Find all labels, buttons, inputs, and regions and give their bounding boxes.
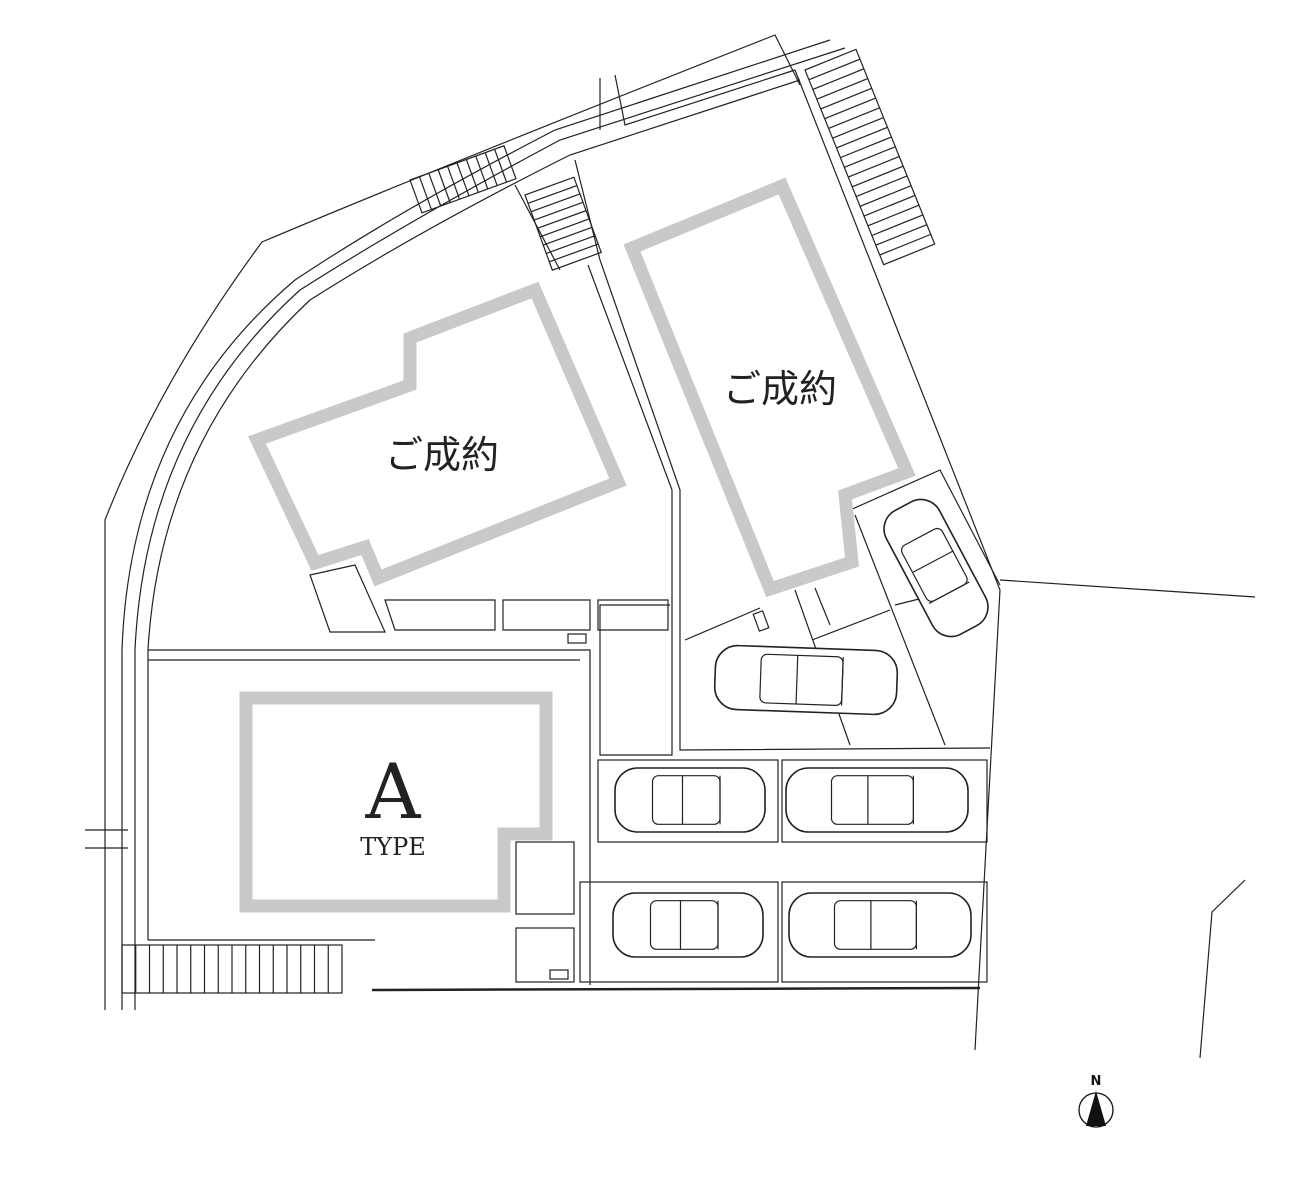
- svg-text:N: N: [1091, 1074, 1102, 1089]
- car: [612, 892, 764, 958]
- parked-cars: [612, 498, 989, 958]
- car: [713, 644, 899, 716]
- car: [785, 767, 969, 833]
- lot-2-status-label: ご成約: [723, 367, 837, 411]
- car: [788, 892, 972, 958]
- site-boundary: [85, 34, 1256, 1059]
- lot-1-building: [248, 281, 627, 587]
- type-a-building: [239, 691, 553, 913]
- car: [614, 767, 766, 833]
- car: [883, 498, 989, 638]
- stair-flight: [121, 944, 343, 994]
- north-arrow-icon: N: [1078, 1074, 1114, 1128]
- lot-1-status-label: ご成約: [385, 433, 499, 477]
- lot-2-building: [623, 177, 916, 598]
- type-a-sublabel: TYPE: [360, 833, 426, 861]
- stairs: [121, 48, 936, 994]
- stair-flight: [409, 145, 517, 214]
- stair-flight: [524, 176, 602, 271]
- type-a-letter: A: [365, 747, 422, 836]
- stair-flight: [804, 48, 936, 266]
